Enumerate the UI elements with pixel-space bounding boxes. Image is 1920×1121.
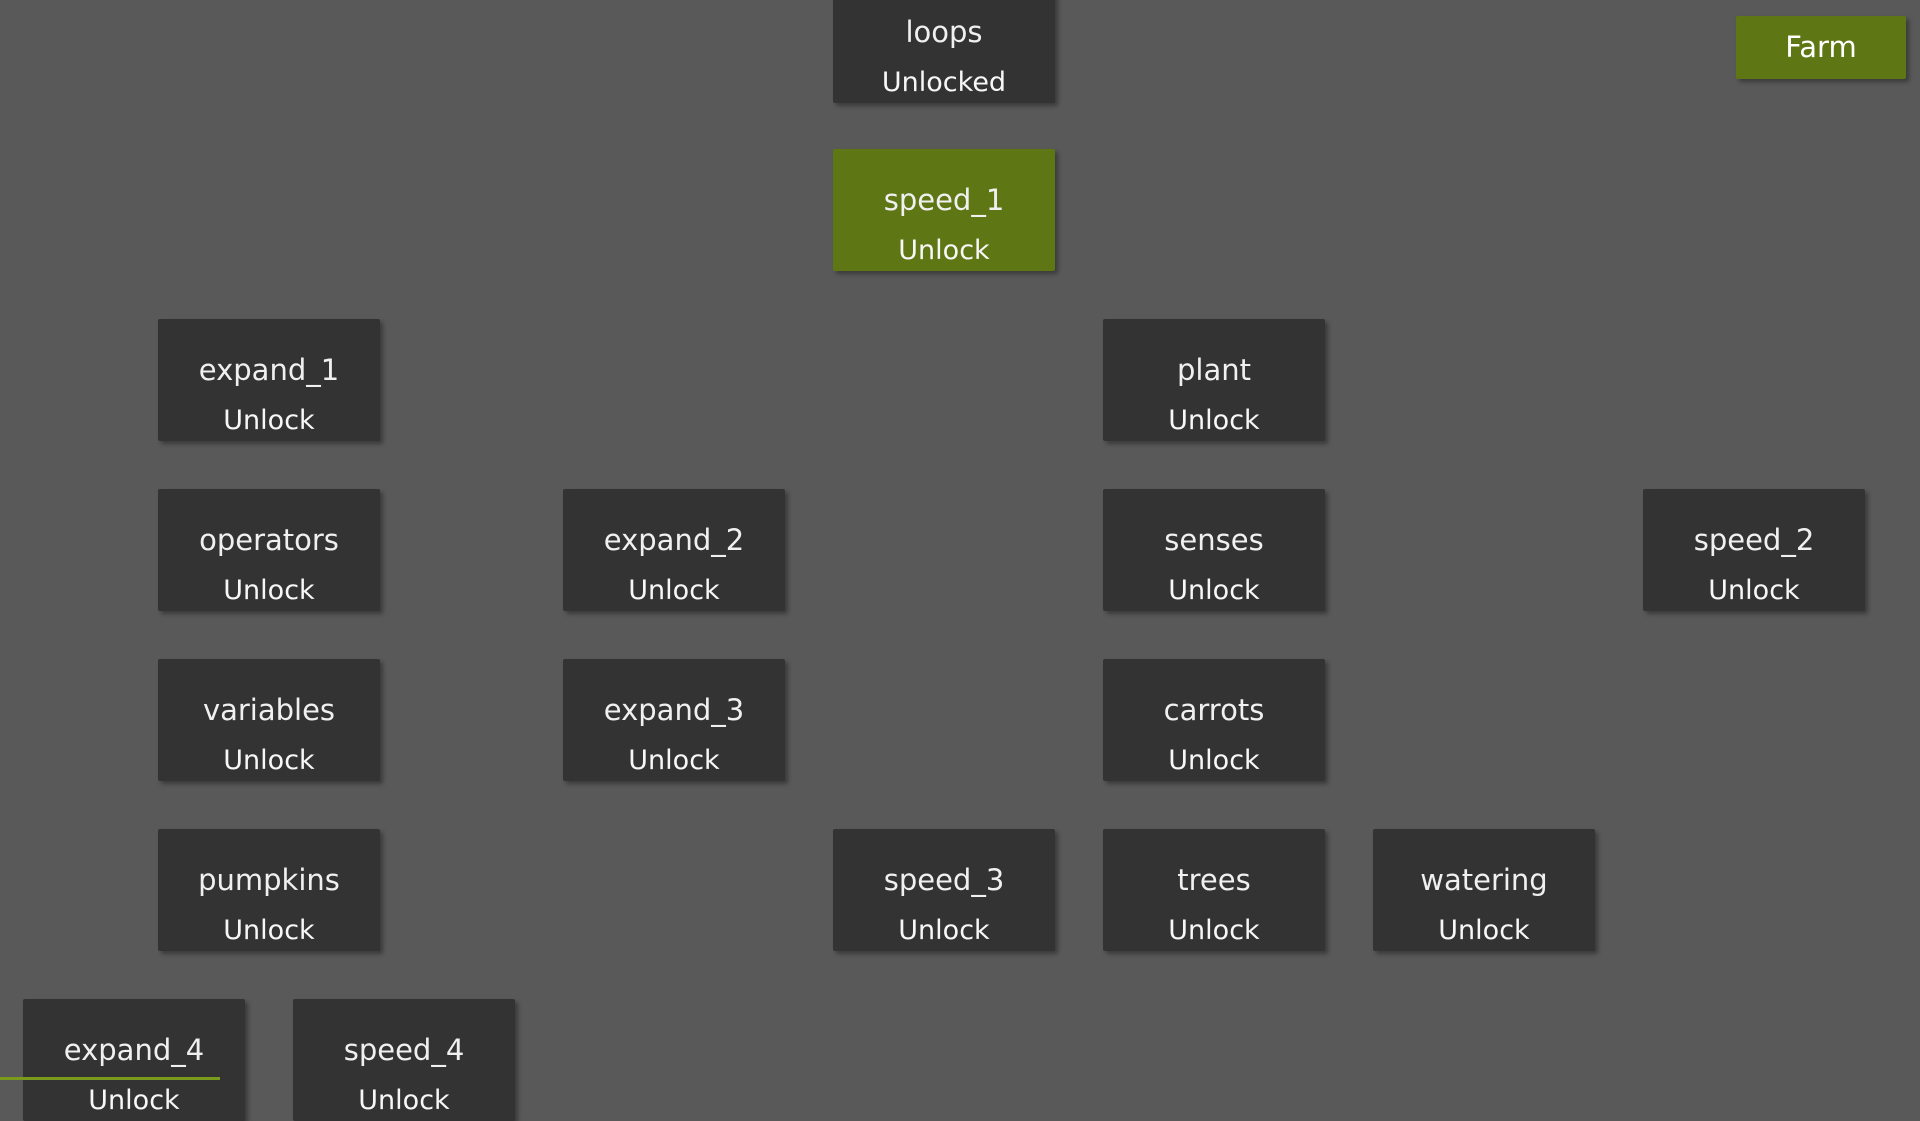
upgrade-state: Unlock: [1168, 405, 1260, 436]
upgrade-name: speed_4: [343, 1033, 465, 1067]
upgrade-state: Unlock: [358, 1085, 450, 1116]
bottom-accent-bar: [0, 1077, 220, 1080]
upgrade-state: Unlock: [1438, 915, 1530, 946]
upgrade-name: watering: [1420, 863, 1548, 897]
upgrade-state: Unlock: [1168, 745, 1260, 776]
upgrade-name: senses: [1164, 523, 1264, 557]
upgrade-state: Unlock: [223, 405, 315, 436]
upgrade-node-senses[interactable]: senses Unlock: [1103, 489, 1325, 611]
upgrade-state: Unlock: [223, 575, 315, 606]
upgrade-node-plant[interactable]: plant Unlock: [1103, 319, 1325, 441]
upgrade-name: speed_3: [883, 863, 1005, 897]
upgrade-state: Unlock: [628, 745, 720, 776]
upgrade-node-carrots[interactable]: carrots Unlock: [1103, 659, 1325, 781]
upgrade-node-expand_1[interactable]: expand_1 Unlock: [158, 319, 380, 441]
upgrade-name: pumpkins: [198, 863, 340, 897]
upgrade-node-pumpkins[interactable]: pumpkins Unlock: [158, 829, 380, 951]
upgrade-state: Unlocked: [881, 67, 1007, 98]
upgrade-state: Unlock: [1708, 575, 1800, 606]
upgrade-name: expand_4: [63, 1033, 205, 1067]
upgrade-name: expand_2: [603, 523, 745, 557]
upgrade-node-expand_4[interactable]: expand_4 Unlock: [23, 999, 245, 1121]
upgrade-node-speed_2[interactable]: speed_2 Unlock: [1643, 489, 1865, 611]
upgrade-state: Unlock: [88, 1085, 180, 1116]
upgrade-state: Unlock: [898, 915, 990, 946]
upgrade-node-speed_4[interactable]: speed_4 Unlock: [293, 999, 515, 1121]
upgrade-node-speed_1[interactable]: speed_1 Unlock: [833, 149, 1055, 271]
upgrade-name: trees: [1177, 863, 1251, 897]
upgrade-name: expand_3: [603, 693, 745, 727]
upgrade-node-variables[interactable]: variables Unlock: [158, 659, 380, 781]
upgrade-name: carrots: [1163, 693, 1265, 727]
upgrade-name: plant: [1177, 353, 1251, 387]
upgrade-name: speed_2: [1693, 523, 1815, 557]
upgrade-node-loops[interactable]: loops Unlocked: [833, 0, 1055, 103]
upgrade-name: expand_1: [198, 353, 340, 387]
upgrade-node-trees[interactable]: trees Unlock: [1103, 829, 1325, 951]
upgrade-state: Unlock: [898, 235, 990, 266]
upgrade-node-watering[interactable]: watering Unlock: [1373, 829, 1595, 951]
upgrade-node-operators[interactable]: operators Unlock: [158, 489, 380, 611]
upgrade-name: speed_1: [883, 183, 1005, 217]
upgrade-name: operators: [199, 523, 339, 557]
farm-button[interactable]: Farm: [1736, 16, 1906, 79]
upgrade-state: Unlock: [628, 575, 720, 606]
upgrade-state: Unlock: [223, 915, 315, 946]
upgrade-node-speed_3[interactable]: speed_3 Unlock: [833, 829, 1055, 951]
upgrade-state: Unlock: [1168, 915, 1260, 946]
upgrade-node-expand_2[interactable]: expand_2 Unlock: [563, 489, 785, 611]
upgrade-node-expand_3[interactable]: expand_3 Unlock: [563, 659, 785, 781]
upgrade-state: Unlock: [1168, 575, 1260, 606]
upgrade-name: loops: [905, 15, 983, 49]
upgrade-state: Unlock: [223, 745, 315, 776]
upgrade-name: variables: [202, 693, 336, 727]
